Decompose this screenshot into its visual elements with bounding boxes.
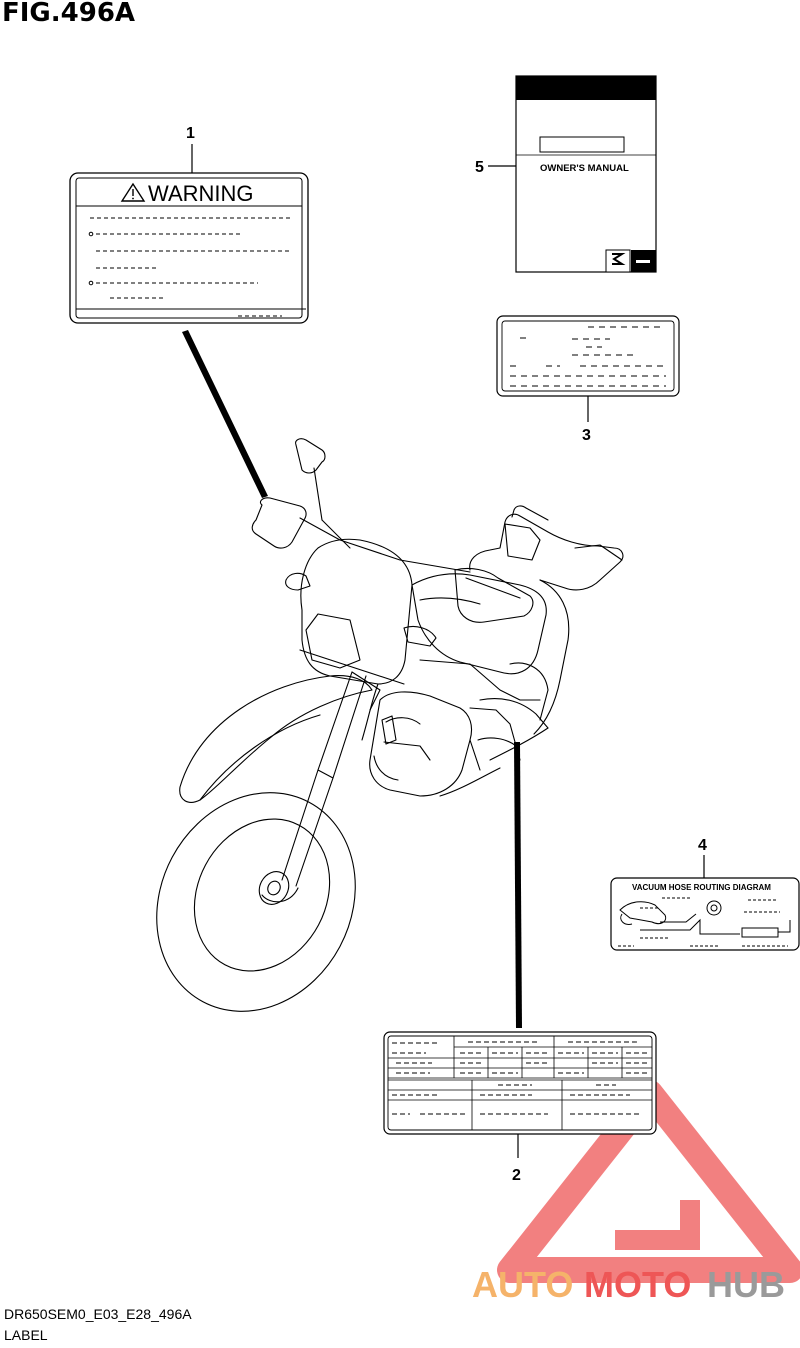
callout-5: 5 [475,159,484,176]
callout-1: 1 [186,125,195,142]
motorcycle-illustration [156,438,624,1012]
info-label-part: 3 [496,315,680,444]
tire-info-label-part: 2 [383,742,657,1184]
callout-3: 3 [582,427,591,444]
figure-caption: LABEL [4,1327,48,1343]
warning-triangle-icon [120,182,146,202]
warning-heading: WARNING [148,181,254,206]
automotohub-watermark-text: AUTO MOTO HUB [472,1264,785,1305]
owners-manual-title: OWNER'S MANUAL [540,163,629,174]
suzuki-s-icon [612,253,626,265]
warning-label-part: 1 WARNING [69,125,309,498]
vacuum-hose-label-part: 4 VACUUM HOSE ROUTING DIAGRAM [610,837,800,951]
watermark-auto: AUTO [472,1264,573,1305]
figure-code: DR650SEM0_E03_E28_496A [4,1306,192,1322]
callout-4: 4 [698,837,707,854]
watermark-moto: MOTO [584,1264,691,1305]
figure-title: FIG.496A [2,0,136,28]
vacuum-hose-title: VACUUM HOSE ROUTING DIAGRAM [632,883,771,892]
automotohub-watermark-logo [497,1080,800,1283]
callout-2: 2 [512,1167,521,1184]
watermark-hub: HUB [707,1264,785,1305]
owners-manual-part: 5 OWNER'S MANUAL [475,75,657,273]
